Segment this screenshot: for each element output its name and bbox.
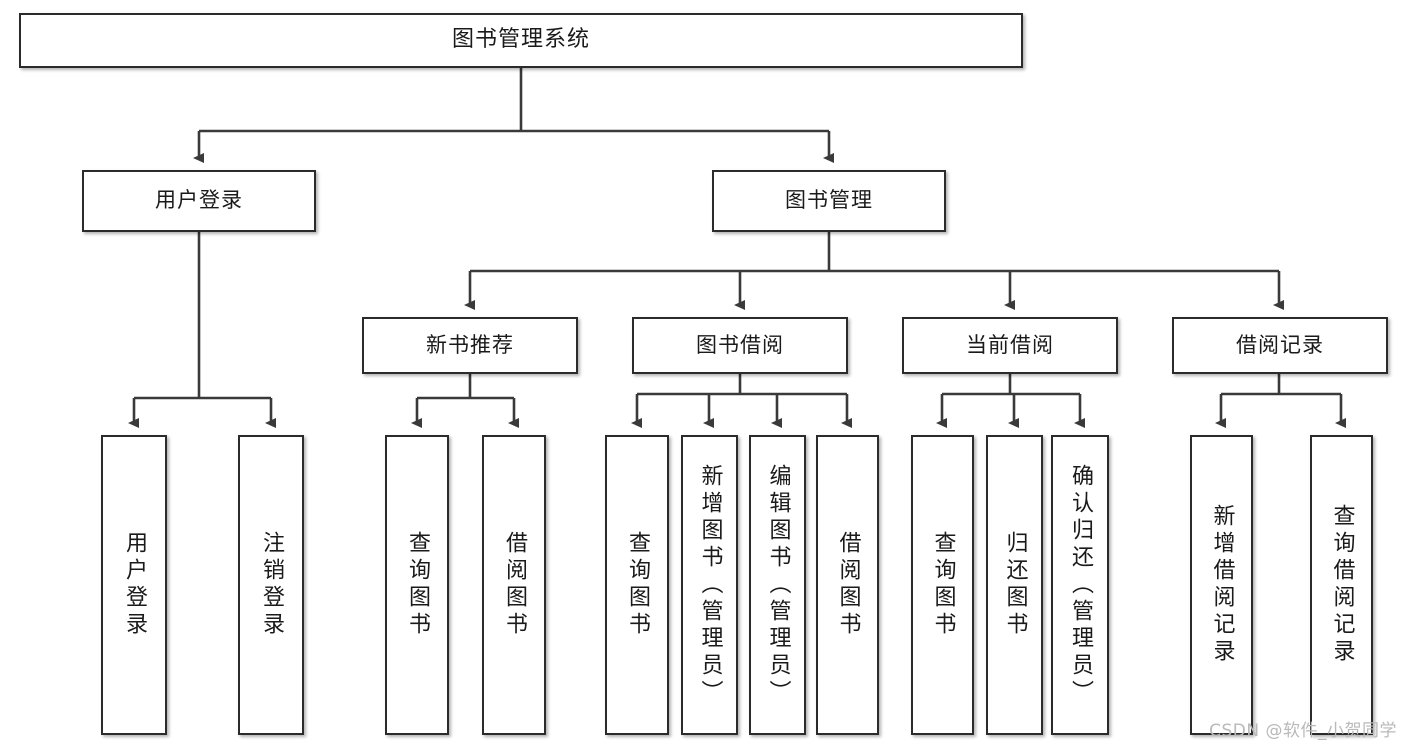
leaf-add-book[interactable]: 新增图书（管理员） — [681, 435, 738, 735]
leaf-return-book[interactable]: 归还图书 — [986, 435, 1043, 735]
leaf-add-record[interactable]: 新增借阅记录 — [1190, 435, 1253, 735]
leaf-confirm-return[interactable]: 确认归还（管理员） — [1051, 435, 1109, 735]
leaf-query-book-3[interactable]: 查询图书 — [911, 435, 974, 735]
leaf-user-login[interactable]: 用户登录 — [101, 435, 167, 735]
node-current-borrow[interactable]: 当前借阅 — [902, 317, 1118, 374]
leaf-user-logout[interactable]: 注销登录 — [238, 435, 304, 735]
node-book-manage[interactable]: 图书管理 — [712, 170, 946, 232]
leaf-borrow-book-1[interactable]: 借阅图书 — [482, 435, 546, 735]
csdn-watermark: CSDN @软件_小贺同学 — [1209, 721, 1397, 741]
leaf-query-book-2[interactable]: 查询图书 — [605, 435, 669, 735]
leaf-query-book-1[interactable]: 查询图书 — [385, 435, 449, 735]
node-new-book-rec[interactable]: 新书推荐 — [362, 317, 578, 374]
leaf-borrow-book-2[interactable]: 借阅图书 — [816, 435, 879, 735]
leaf-edit-book[interactable]: 编辑图书（管理员） — [749, 435, 806, 735]
node-book-borrow[interactable]: 图书借阅 — [632, 317, 848, 374]
node-user-login[interactable]: 用户登录 — [82, 170, 316, 232]
leaf-query-record[interactable]: 查询借阅记录 — [1310, 435, 1373, 735]
node-root[interactable]: 图书管理系统 — [19, 13, 1023, 68]
node-borrow-record[interactable]: 借阅记录 — [1172, 317, 1388, 374]
